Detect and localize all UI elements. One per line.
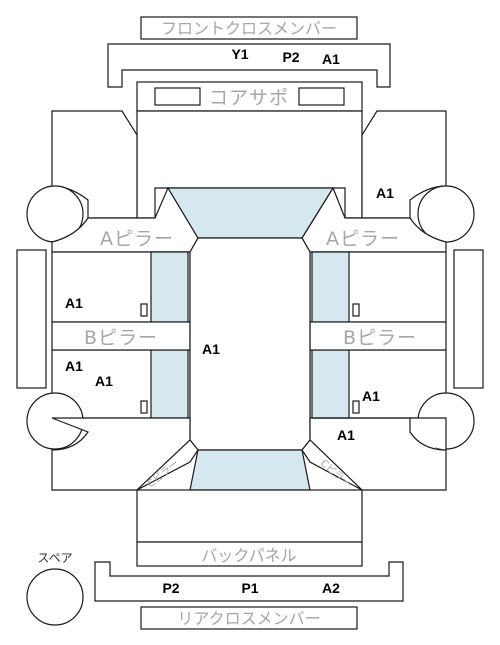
roof-code-a1: A1 (202, 341, 220, 357)
right-headlight (298, 87, 345, 106)
left-headlight (154, 87, 201, 106)
left-rear-window[interactable] (150, 349, 189, 419)
rear-window[interactable] (189, 449, 311, 491)
right-quarter-code-a1: A1 (337, 427, 355, 443)
left-front-window[interactable] (150, 251, 189, 323)
rear-code-p2: P2 (162, 580, 179, 596)
right-rear-handle (352, 400, 360, 414)
spare-tire[interactable] (26, 568, 84, 626)
front-cross-member-label: フロントクロスメンバー (161, 19, 337, 38)
right-side-step[interactable] (453, 249, 484, 389)
left-side-lower-code-a1: A1 (65, 358, 83, 374)
right-fender-code-a1: A1 (376, 185, 394, 201)
back-panel-label: バックパネル (201, 546, 296, 565)
front-code-p2: P2 (282, 49, 299, 65)
right-side-lower-code-a1: A1 (362, 388, 380, 404)
right-rear-quarter[interactable] (309, 417, 447, 491)
left-side-upper-code-a1: A1 (65, 295, 83, 311)
rear-code-p1: P1 (241, 580, 258, 596)
b-pillar-right-label: Bピラー (343, 327, 417, 349)
rear-bumper-frame[interactable] (94, 561, 404, 602)
rear-cross-member-box[interactable] (140, 606, 358, 630)
c-pillar-right[interactable] (301, 439, 363, 491)
b-pillar-left[interactable] (51, 321, 191, 351)
a-pillar-right-label: Aピラー (326, 228, 400, 250)
a-pillar-left-label: Aピラー (100, 228, 174, 250)
left-front-handle (140, 303, 148, 317)
front-code-a1: A1 (322, 51, 340, 67)
rear-cross-member-label: リアクロスメンバー (177, 609, 320, 628)
front-cross-member-box[interactable] (140, 16, 358, 40)
back-panel-box[interactable] (136, 541, 363, 567)
rear-code-a2: A2 (322, 580, 340, 596)
b-pillar-left-label: Bピラー (84, 327, 158, 349)
spare-label: スペア (37, 551, 72, 565)
c-pillar-left[interactable] (136, 439, 199, 491)
left-door-rear-code-a1: A1 (95, 373, 113, 389)
core-support-label: コアサポ (209, 87, 289, 109)
front-code-y1: Y1 (231, 46, 248, 62)
right-front-handle (352, 303, 360, 317)
right-rear-window[interactable] (311, 349, 350, 419)
left-side-step[interactable] (16, 249, 47, 389)
front-bumper-frame[interactable] (107, 43, 391, 88)
right-front-window[interactable] (311, 251, 350, 323)
trunk-lid[interactable] (136, 489, 363, 543)
left-rear-handle (140, 400, 148, 414)
